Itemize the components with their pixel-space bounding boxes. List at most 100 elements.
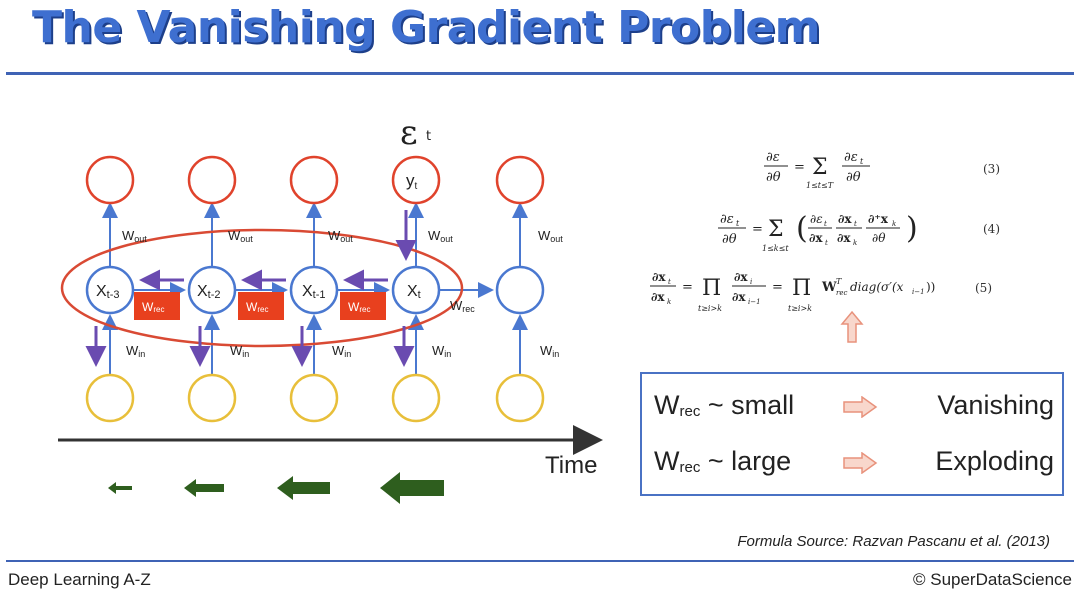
hidden-node-5 [495,265,545,315]
regime-row-exploding: Wrec ~ large Exploding [654,444,1054,484]
output-node-4 [391,155,441,205]
svg-text:=: = [772,280,783,295]
w-out-label-4: Wout [428,228,453,244]
w-out-label-1: Wout [122,228,147,244]
input-node-5 [495,373,545,423]
svg-text:)): )) [926,280,935,294]
svg-text:t: t [825,239,828,247]
equation-number-4: (4) [983,222,1000,236]
w-out-label-2: Wout [228,228,253,244]
svg-text:t≥i>k: t≥i>k [698,304,722,313]
svg-text:∂ε: ∂ε [720,212,734,227]
input-node-4 [391,373,441,423]
equation-5: ∂x t ∂x k = Π t≥i>k ∂x i ∂x i−1 = Π t≥i>… [648,264,978,316]
svg-text:t: t [854,220,857,228]
svg-text:Σ: Σ [768,217,784,242]
slide-title: The Vanishing Gradient Problem [32,2,821,53]
svg-text:1≤t≤T: 1≤t≤T [806,181,834,190]
hidden-label-2: Xt-2 [197,283,221,301]
gradient-size-arrow-2 [184,479,224,497]
time-label: Time [545,452,597,479]
gradient-size-arrow-3 [277,476,330,500]
w-in-label-1: Win [126,343,145,359]
svg-text:t: t [860,157,864,166]
svg-text:k: k [667,298,671,306]
gradient-size-arrow-4 [380,472,444,504]
svg-text:k: k [892,220,896,228]
svg-text:=: = [682,280,693,295]
equation-number-5: (5) [975,281,992,295]
output-node-3 [289,155,339,205]
input-node-3 [289,373,339,423]
w-rec-box-3 [340,292,386,320]
equation-4: ∂ε t ∂θ = Σ 1≤k≤t ( ∂ε t ∂x t ∂x t ∂x k … [716,206,946,254]
w-rec-label-4: Wrec [450,298,475,314]
svg-text:i: i [750,278,752,286]
svg-text:k: k [853,239,857,247]
svg-text:∂θ: ∂θ [766,170,781,185]
input-node-1 [85,373,135,423]
w-in-label-2: Win [230,343,249,359]
svg-text:W: W [821,280,837,295]
output-label-y: yt [406,171,418,192]
svg-text:t: t [668,278,671,286]
w-rec-box-label-2: Wrec [246,300,268,314]
right-arrow-icon [843,452,878,474]
rnn-diagram: ε t yt Xt-3 Xt-2 Xt-1 Xt Wout Wout Wout … [58,113,603,504]
svg-text:∂x: ∂x [732,290,746,304]
gradient-size-arrow-1 [108,482,132,494]
svg-text:t≥i>k: t≥i>k [788,304,812,313]
footer-rule [6,560,1074,562]
w-rec-box-1 [134,292,180,320]
hidden-chain-ellipse [60,228,464,348]
svg-text:∂x: ∂x [651,290,665,304]
svg-text:∂⁺x: ∂⁺x [868,212,889,226]
regime-result-exploding: Exploding [935,446,1054,476]
svg-text:=: = [794,160,805,175]
title-rule [6,72,1074,75]
regime-row-vanishing: Wrec ~ small Vanishing [654,388,1054,428]
svg-text:∂ε: ∂ε [810,212,823,226]
highlight-up-arrow [840,310,864,343]
svg-text:∂θ: ∂θ [722,232,737,247]
svg-text:Π: Π [702,276,721,301]
svg-text:rec: rec [836,289,847,297]
output-node-5 [495,155,545,205]
svg-text:∂θ: ∂θ [872,231,886,245]
w-rec-box-label-3: Wrec [348,300,370,314]
regime-symbol: Wrec ~ small [654,390,795,420]
hidden-label-4: Xt [407,283,421,301]
svg-text:∂ε: ∂ε [766,150,780,165]
svg-text:i−1: i−1 [912,288,925,296]
input-node-2 [187,373,237,423]
svg-text:∂ε: ∂ε [844,150,858,165]
w-in-label-4: Win [432,343,451,359]
svg-text:t: t [736,219,740,228]
svg-text:(: ( [796,211,808,246]
footer-course-name: Deep Learning A-Z [8,570,151,589]
hidden-label-3: Xt-1 [302,283,326,301]
output-node-1 [85,155,135,205]
svg-text:diag(σ′(x: diag(σ′(x [850,280,904,294]
svg-text:∂x: ∂x [809,231,823,245]
svg-text:1≤k≤t: 1≤k≤t [762,244,789,253]
svg-text:∂x: ∂x [838,212,852,226]
svg-text:T: T [836,277,842,286]
svg-text:∂θ: ∂θ [846,170,861,185]
w-out-label-3: Wout [328,228,353,244]
svg-text:): ) [906,211,918,246]
regime-result-vanishing: Vanishing [937,390,1054,420]
hidden-node-1 [85,265,135,315]
svg-text:i−1: i−1 [748,298,761,306]
error-symbol: ε [400,113,418,153]
svg-text:∂x: ∂x [837,231,851,245]
w-in-label-5: Win [540,343,559,359]
regime-symbol: Wrec ~ large [654,446,792,476]
regimes-box: Wrec ~ small Vanishing Wrec ~ large Expl… [640,372,1064,496]
w-out-label-5: Wout [538,228,563,244]
w-in-label-3: Win [332,343,351,359]
equation-3: ∂ε ∂θ = Σ 1≤t≤T ∂ε t ∂θ [762,144,932,190]
w-rec-box-2 [238,292,284,320]
svg-text:∂x: ∂x [652,270,666,284]
